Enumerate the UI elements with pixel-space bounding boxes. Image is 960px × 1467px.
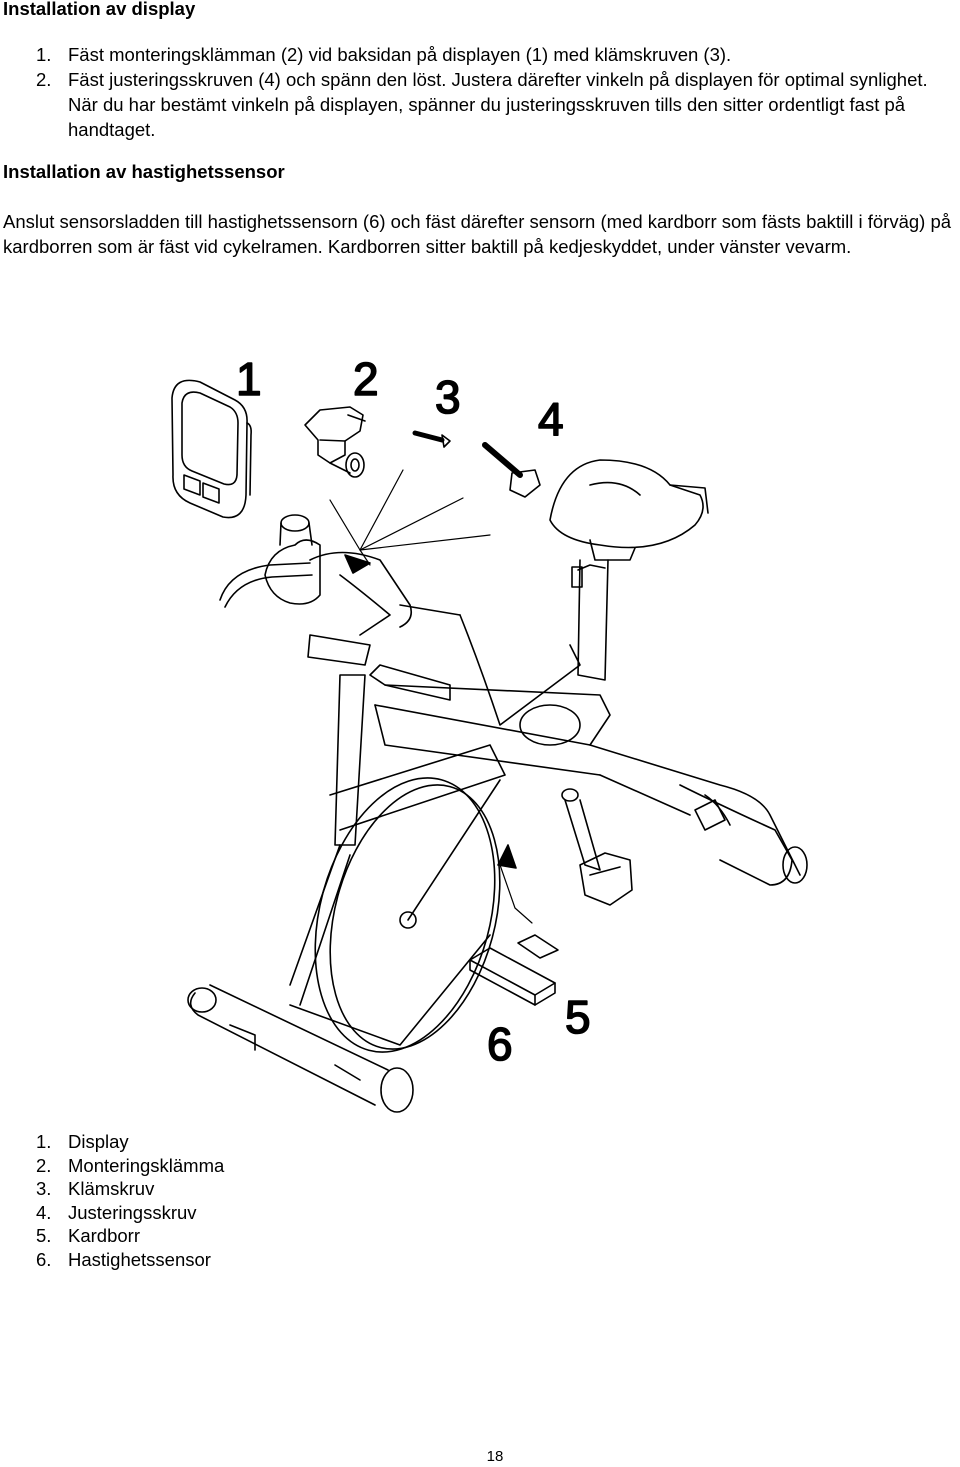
seat-post <box>571 559 609 681</box>
step-item: 1. Fäst monteringsklämman (2) vid baksid… <box>36 42 956 67</box>
legend-item: 3. Klämskruv <box>36 1177 224 1201</box>
legend-label: Display <box>68 1131 129 1152</box>
callout-2: 2 <box>353 353 379 405</box>
legend-number: 5. <box>36 1225 52 1246</box>
legend-label: Hastighetssensor <box>68 1248 211 1270</box>
callout-5: 5 <box>565 991 591 1043</box>
legend-label: Klämskruv <box>68 1178 155 1199</box>
step-text: Fäst justeringsskruven (4) och spänn den… <box>68 69 928 140</box>
legend-label: Kardborr <box>68 1225 140 1246</box>
speed-sensor-part <box>469 947 556 1006</box>
page-number: 18 <box>486 1448 504 1465</box>
flywheel <box>314 744 506 1053</box>
legend-item: 5. Kardborr <box>36 1224 224 1248</box>
display-unit-part <box>171 379 252 519</box>
adjustment-screw-part <box>482 442 541 498</box>
callout-4: 4 <box>538 393 564 445</box>
legend-item: 1. Display <box>36 1130 224 1154</box>
handlebar <box>219 514 461 666</box>
arrow-marker <box>497 844 517 869</box>
velcro-part <box>517 934 559 959</box>
sensor-instructions: Anslut sensorsladden till hastighetssens… <box>3 211 952 257</box>
legend-number: 4. <box>36 1201 52 1223</box>
legend-number: 3. <box>36 1178 52 1199</box>
crank-pedal <box>561 788 633 906</box>
mounting-clamp-part <box>304 406 366 478</box>
legend-number: 1. <box>36 1131 52 1152</box>
legend-item: 6. Hastighetssensor <box>36 1248 224 1272</box>
legend-number: 2. <box>36 1154 52 1176</box>
bike-frame <box>334 614 801 876</box>
callout-3: 3 <box>435 371 461 423</box>
front-stabilizer <box>187 844 491 1113</box>
exercise-bike-illustration: 1 2 3 4 5 6 <box>171 352 808 1113</box>
step-item: 2. Fäst justeringsskruven (4) och spänn … <box>36 67 956 142</box>
rear-stabilizer <box>679 784 808 886</box>
leader-lines <box>329 469 533 924</box>
step-number: 1. <box>36 44 52 65</box>
section-title-display: Installation av display <box>3 0 196 19</box>
callout-1: 1 <box>236 353 262 405</box>
seat <box>549 459 709 561</box>
legend-label: Monteringsklämma <box>68 1154 225 1176</box>
step-number: 2. <box>36 69 52 90</box>
arrow-marker <box>344 554 371 574</box>
legend-item: 4. Justeringsskruv <box>36 1201 224 1225</box>
legend-number: 6. <box>36 1248 52 1270</box>
callout-6: 6 <box>487 1018 513 1070</box>
section-title-sensor: Installation av hastighetssensor <box>3 161 285 182</box>
display-steps-list: 1. Fäst monteringsklämman (2) vid baksid… <box>36 42 956 142</box>
legend-item: 2. Monteringsklämma <box>36 1154 224 1178</box>
clamp-screw-part <box>412 430 451 448</box>
legend-label: Justeringsskruv <box>68 1201 197 1223</box>
step-text: Fäst monteringsklämman (2) vid baksidan … <box>68 44 732 65</box>
parts-legend: 1. Display 2. Monteringsklämma 3. Klämskruv… <box>36 1130 224 1271</box>
